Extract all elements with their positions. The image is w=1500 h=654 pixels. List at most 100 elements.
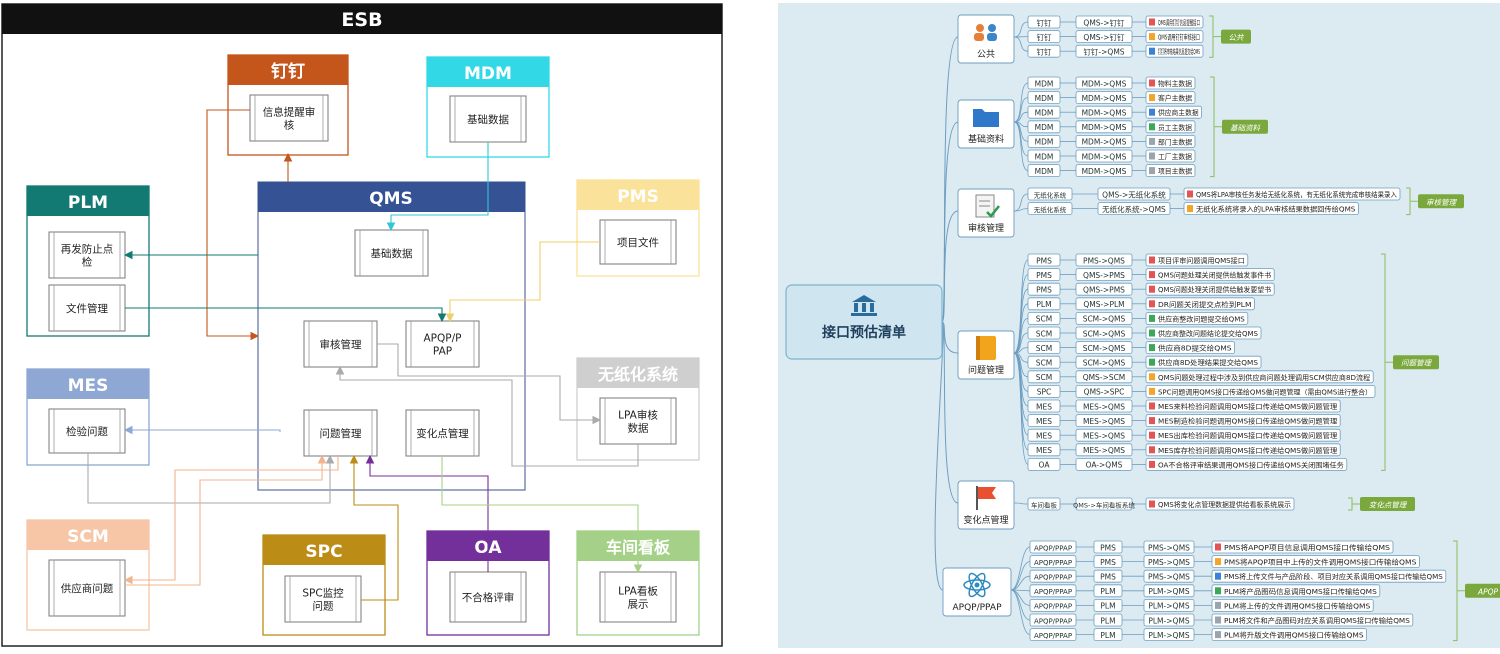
row-1-6-description[interactable]: 项目主数据 <box>1145 164 1196 178</box>
row-1-4-description[interactable]: 部门主数据 <box>1145 134 1196 148</box>
row-0-2-description[interactable]: 钉钉将审核结果信息提交给QMS <box>1145 44 1204 58</box>
qms-module-basedata[interactable]: 基础数据 <box>354 229 429 277</box>
row-5-2-stage[interactable]: APQP/PPAP <box>1029 569 1077 583</box>
row-3-13-description[interactable]: MES库存检验问题调用QMS接口传递给QMS做问题管理 <box>1145 443 1341 457</box>
row-3-9-system[interactable]: SPC <box>1027 384 1061 398</box>
group-0-node[interactable]: 公共 <box>957 14 1015 64</box>
row-5-4-system[interactable]: PLM <box>1093 599 1123 612</box>
system-oa-module-0[interactable]: 不合格评审 <box>449 571 527 623</box>
row-5-3-direction[interactable]: PLM->QMS <box>1143 584 1195 598</box>
row-3-5-system[interactable]: SCM <box>1027 326 1061 340</box>
row-3-3-system[interactable]: PLM <box>1027 297 1061 311</box>
row-5-0-description[interactable]: PMS将APQP项目信息调用QMS接口传输给QMS <box>1211 540 1394 554</box>
row-5-6-description[interactable]: PLM将升版文件调用QMS接口传输给QMS <box>1211 628 1368 641</box>
qms-module-audit[interactable]: 审核管理 <box>303 320 378 368</box>
row-3-4-system[interactable]: SCM <box>1027 311 1061 325</box>
row-3-4-description[interactable]: 供应商整改问题提交给QMS <box>1145 311 1249 325</box>
row-1-3-system[interactable]: MDM <box>1027 120 1061 134</box>
row-3-6-description[interactable]: 供应商8D提交给QMS <box>1145 341 1235 355</box>
row-5-2-description[interactable]: PMS将上传文件与产品阶段、项目对应关系调用QMS接口传输给QMS <box>1211 569 1447 583</box>
row-5-6-direction[interactable]: PLM->QMS <box>1143 628 1195 641</box>
row-1-4-system[interactable]: MDM <box>1027 134 1061 148</box>
row-3-6-system[interactable]: SCM <box>1027 341 1061 355</box>
row-0-2-direction[interactable]: 钉钉->QMS <box>1075 44 1133 58</box>
row-3-11-system[interactable]: MES <box>1027 414 1061 428</box>
row-1-0-system[interactable]: MDM <box>1027 76 1061 90</box>
row-3-4-direction[interactable]: SCM->QMS <box>1075 311 1133 325</box>
row-1-1-direction[interactable]: MDM->QMS <box>1075 91 1133 104</box>
system-mes-module-0[interactable]: 检验问题 <box>48 408 126 454</box>
row-5-3-description[interactable]: PLM将产品图码信息调用QMS接口传输给QMS <box>1211 584 1381 598</box>
row-0-1-direction[interactable]: QMS->钉钉 <box>1075 30 1133 44</box>
row-5-0-direction[interactable]: PMS->QMS <box>1143 540 1195 554</box>
row-3-14-system[interactable]: OA <box>1027 457 1061 471</box>
group-1-node[interactable]: 基础资料 <box>957 99 1015 149</box>
row-1-3-description[interactable]: 员工主数据 <box>1145 120 1196 134</box>
row-5-4-stage[interactable]: APQP/PPAP <box>1029 599 1077 612</box>
row-3-5-direction[interactable]: SCM->QMS <box>1075 326 1133 340</box>
row-1-2-direction[interactable]: MDM->QMS <box>1075 105 1133 119</box>
row-2-1-direction[interactable]: 无纸化系统->QMS <box>1097 202 1171 216</box>
system-plm-module-1[interactable]: 文件管理 <box>48 284 126 332</box>
row-4-0-description[interactable]: QMS将变化点管理数据提供给看板系统展示 <box>1145 497 1295 511</box>
row-1-5-direction[interactable]: MDM->QMS <box>1075 149 1133 163</box>
qms-module-change[interactable]: 变化点管理 <box>405 409 480 457</box>
row-3-11-description[interactable]: MES制造检验问题调用QMS接口传递给QMS做问题管理 <box>1145 414 1341 428</box>
row-3-6-direction[interactable]: SCM->QMS <box>1075 341 1133 355</box>
row-5-1-system[interactable]: PMS <box>1093 555 1123 568</box>
row-5-4-description[interactable]: PLM将上传的文件调用QMS接口传输给QMS <box>1211 599 1374 612</box>
row-5-2-system[interactable]: PMS <box>1093 569 1123 583</box>
row-1-5-system[interactable]: MDM <box>1027 149 1061 163</box>
row-3-13-system[interactable]: MES <box>1027 443 1061 457</box>
group-5-node[interactable]: APQP/PPAP <box>942 567 1012 617</box>
row-3-10-direction[interactable]: MES->QMS <box>1075 399 1133 413</box>
row-3-1-direction[interactable]: QMS->PMS <box>1075 268 1133 282</box>
row-5-6-stage[interactable]: APQP/PPAP <box>1029 628 1077 641</box>
system-paperless-module-0[interactable]: LPA审核数据 <box>599 397 677 445</box>
row-3-3-description[interactable]: DR问题关闭提交点检到PLM <box>1145 297 1255 311</box>
row-5-5-description[interactable]: PLM将文件和产品图码对应关系调用QMS接口传输给QMS <box>1211 613 1414 627</box>
system-pms-module-0[interactable]: 项目文件 <box>599 219 677 265</box>
row-3-3-direction[interactable]: QMS->PLM <box>1075 297 1133 311</box>
system-board-module-0[interactable]: LPA看板展示 <box>599 571 677 623</box>
row-1-6-direction[interactable]: MDM->QMS <box>1075 164 1133 178</box>
row-3-14-direction[interactable]: OA->QMS <box>1075 457 1133 471</box>
row-3-11-direction[interactable]: MES->QMS <box>1075 414 1133 428</box>
row-3-0-system[interactable]: PMS <box>1027 253 1061 267</box>
row-0-0-system[interactable]: 钉钉 <box>1027 15 1061 29</box>
row-1-3-direction[interactable]: MDM->QMS <box>1075 120 1133 134</box>
row-3-12-description[interactable]: MES出库检验问题调用QMS接口传递给QMS做问题管理 <box>1145 428 1341 442</box>
row-5-3-stage[interactable]: APQP/PPAP <box>1029 584 1077 598</box>
row-1-1-description[interactable]: 客户主数据 <box>1145 91 1196 104</box>
row-4-0-direction[interactable]: QMS->车间看板系统 <box>1073 497 1135 511</box>
row-1-5-description[interactable]: 工厂主数据 <box>1145 149 1196 163</box>
row-3-2-direction[interactable]: QMS->PMS <box>1075 282 1133 296</box>
system-mdm-module-0[interactable]: 基础数据 <box>449 95 527 143</box>
row-3-14-description[interactable]: OA不合格评审结果调用QMS接口传递给QMS关闭围堵任务 <box>1145 457 1348 471</box>
row-5-3-system[interactable]: PLM <box>1093 584 1123 598</box>
row-5-1-stage[interactable]: APQP/PPAP <box>1029 555 1077 568</box>
row-5-1-description[interactable]: PMS将APQP项目中上传的文件调用QMS接口传输给QMS <box>1211 555 1420 568</box>
row-3-12-direction[interactable]: MES->QMS <box>1075 428 1133 442</box>
system-dingding-module-0[interactable]: 信息提醒审核 <box>249 94 329 142</box>
row-2-0-description[interactable]: QMS将LPA审核任务发给无纸化系统，有无纸化系统完成审核结果录入 <box>1183 187 1401 201</box>
row-5-1-direction[interactable]: PMS->QMS <box>1143 555 1195 568</box>
row-1-2-description[interactable]: 供应商主数据 <box>1145 105 1202 119</box>
row-3-8-system[interactable]: SCM <box>1027 370 1061 384</box>
row-5-5-direction[interactable]: PLM->QMS <box>1143 613 1195 627</box>
row-3-13-direction[interactable]: MES->QMS <box>1075 443 1133 457</box>
row-3-7-system[interactable]: SCM <box>1027 355 1061 369</box>
system-scm-module-0[interactable]: 供应商问题 <box>48 559 126 617</box>
row-1-0-description[interactable]: 物料主数据 <box>1145 76 1196 90</box>
row-3-10-system[interactable]: MES <box>1027 399 1061 413</box>
row-5-5-system[interactable]: PLM <box>1093 613 1123 627</box>
group-2-node[interactable]: 审核管理 <box>957 188 1015 238</box>
row-5-6-system[interactable]: PLM <box>1093 628 1123 641</box>
